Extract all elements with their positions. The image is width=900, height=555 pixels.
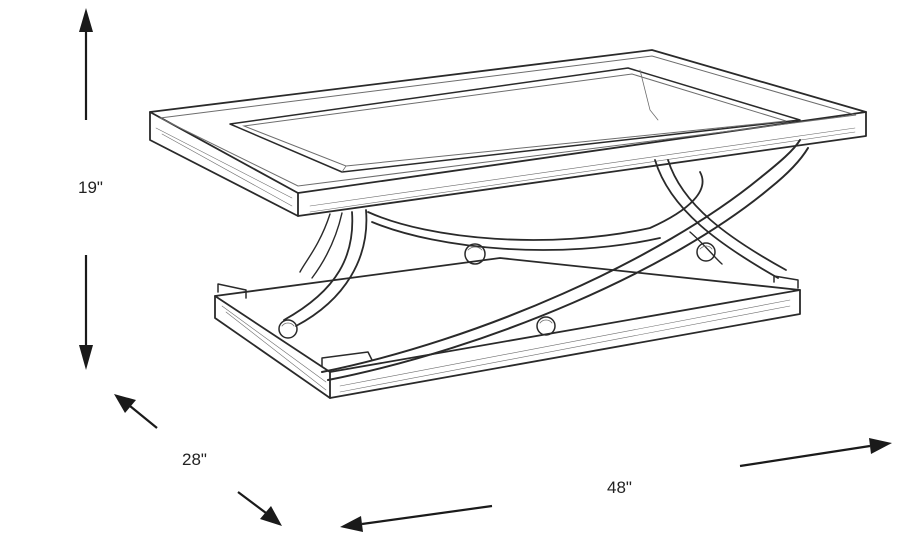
height-arrow [79, 8, 93, 370]
ball-foot [536, 316, 556, 336]
width-label: 48" [607, 478, 632, 497]
ball-foot [696, 242, 716, 262]
table-top [149, 49, 867, 217]
ball-feet [278, 242, 716, 339]
x-frame-legs [283, 139, 809, 381]
depth-label: 28" [182, 450, 207, 469]
ball-foot [278, 319, 298, 339]
depth-arrow [114, 394, 282, 526]
glass-inset [229, 67, 801, 173]
base-shelf [214, 257, 801, 399]
height-label: 19" [78, 178, 103, 197]
ball-foot [464, 243, 486, 265]
width-arrow [340, 438, 892, 532]
